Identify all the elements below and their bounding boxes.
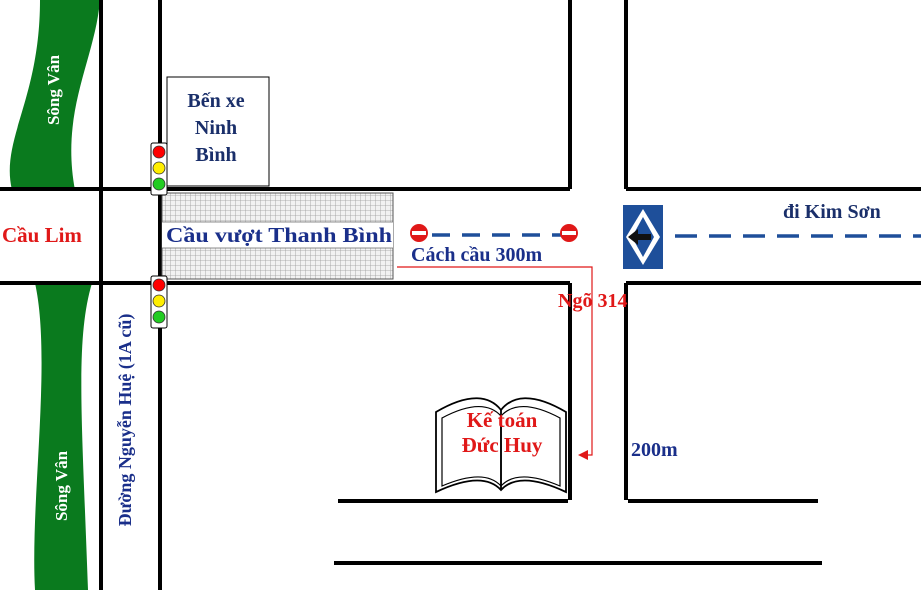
- river-label-top: Sông Vân: [44, 54, 63, 125]
- arrow-head-icon: [578, 450, 588, 460]
- river-label-bottom: Sông Vân: [52, 450, 71, 521]
- alley-label: Ngõ 314: [558, 290, 627, 312]
- overpass-label-bg: [162, 222, 393, 248]
- bus-station-label-line2: Ninh: [195, 117, 237, 139]
- bus-station-label-line3: Bình: [195, 144, 236, 166]
- traffic-light-icon: [150, 275, 168, 329]
- river-top: [9, 0, 100, 190]
- distance-200m-label: 200m: [631, 439, 678, 461]
- destination-label-line1: Kế toán: [467, 408, 538, 432]
- traffic-light-icon: [150, 142, 168, 196]
- overpass-label: Cầu vượt Thanh Bình: [166, 223, 392, 247]
- distance-from-bridge-label: Cách cầu 300m: [411, 244, 542, 266]
- river-bottom: [34, 283, 92, 590]
- open-book-icon: [435, 397, 567, 494]
- bus-station-label-line1: Bến xe: [187, 90, 244, 112]
- kim-son-direction-label: đi Kim Sơn: [783, 201, 881, 223]
- no-entry-sign-icon: [560, 224, 578, 242]
- cau-lim-label: Cầu Lim: [2, 223, 82, 247]
- destination-label-line2: Đức Huy: [462, 433, 543, 457]
- no-entry-sign-icon: [410, 224, 428, 242]
- bus-station-box: [166, 76, 270, 187]
- diamond-direction-sign-icon: [623, 205, 663, 269]
- street-vertical-label: Đường Nguyễn Huệ (1A cũ): [115, 314, 136, 527]
